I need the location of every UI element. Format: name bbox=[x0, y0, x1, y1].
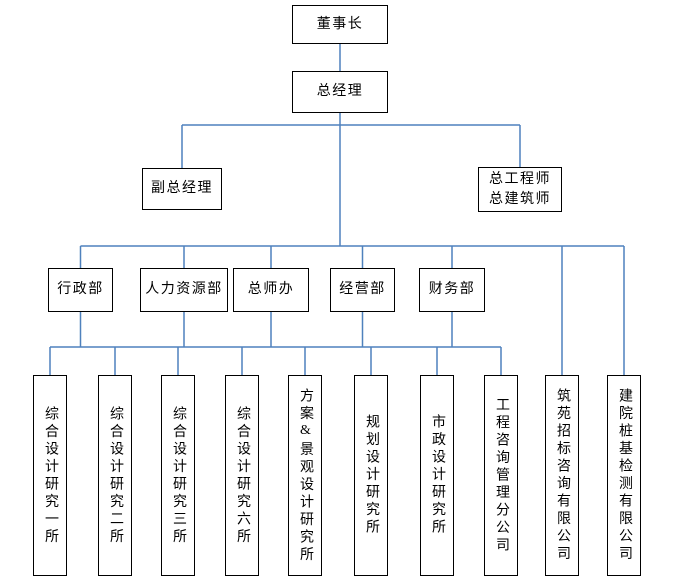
node-institute-design-research-6-label: 综合设计研究六所 bbox=[235, 405, 250, 546]
node-chairman-label: 董事长 bbox=[316, 16, 364, 32]
node-institute-design-research-3: 综合设计研究三所 bbox=[161, 375, 195, 576]
node-institute-design-research-2: 综合设计研究二所 bbox=[98, 375, 132, 576]
node-dept-operations-label: 经营部 bbox=[339, 282, 386, 297]
node-dept-chief-engineer-office: 总师办 bbox=[233, 268, 309, 312]
node-chief-engineer-architect: 总工程师 总建筑师 bbox=[478, 167, 562, 212]
connector-path bbox=[49, 44, 625, 375]
node-institute-design-research-3-label: 综合设计研究三所 bbox=[171, 405, 186, 546]
node-institute-municipal-design: 市政设计研究所 bbox=[420, 375, 454, 576]
node-dept-human-resources: 人力资源部 bbox=[140, 268, 228, 312]
node-institute-design-research-2-label: 综合设计研究二所 bbox=[108, 405, 123, 546]
node-institute-municipal-design-label: 市政设计研究所 bbox=[430, 414, 445, 537]
node-general-manager: 总经理 bbox=[292, 71, 388, 113]
node-company-pile-foundation-testing-label: 建院桩基检测有限公司 bbox=[617, 388, 632, 563]
node-dept-finance-label: 财务部 bbox=[428, 282, 476, 297]
node-institute-design-research-1: 综合设计研究一所 bbox=[33, 375, 67, 576]
node-branch-engineering-consulting-label: 工程咨询管理分公司 bbox=[494, 396, 509, 555]
node-institute-scheme-landscape-design: 方案&景观设计研究所 bbox=[288, 375, 322, 576]
node-dept-human-resources-label: 人力资源部 bbox=[145, 282, 223, 297]
node-institute-planning-design-label: 规划设计研究所 bbox=[364, 414, 379, 537]
node-company-zhuyuan-bidding-consulting-label: 筑苑招标咨询有限公司 bbox=[555, 388, 570, 563]
node-dept-chief-engineer-office-label: 总师办 bbox=[247, 282, 295, 297]
node-dept-administration: 行政部 bbox=[48, 268, 113, 312]
node-institute-design-research-1-label: 综合设计研究一所 bbox=[43, 405, 58, 546]
node-institute-scheme-landscape-design-label: 方案&景观设计研究所 bbox=[298, 387, 313, 564]
node-dept-operations: 经营部 bbox=[330, 268, 395, 312]
node-chief-architect-label: 总建筑师 bbox=[489, 191, 551, 207]
node-chief-engineer-label: 总工程师 bbox=[489, 171, 551, 187]
node-deputy-general-manager-label: 副总经理 bbox=[151, 181, 213, 196]
node-general-manager-label: 总经理 bbox=[316, 84, 364, 99]
node-dept-administration-label: 行政部 bbox=[57, 282, 104, 297]
node-institute-planning-design: 规划设计研究所 bbox=[354, 375, 388, 576]
node-chairman: 董事长 bbox=[292, 5, 388, 44]
node-branch-engineering-consulting: 工程咨询管理分公司 bbox=[484, 375, 518, 576]
node-institute-design-research-6: 综合设计研究六所 bbox=[225, 375, 259, 576]
node-dept-finance: 财务部 bbox=[419, 268, 485, 312]
node-company-zhuyuan-bidding-consulting: 筑苑招标咨询有限公司 bbox=[545, 375, 579, 576]
node-deputy-general-manager: 副总经理 bbox=[142, 168, 222, 210]
node-company-pile-foundation-testing: 建院桩基检测有限公司 bbox=[607, 375, 641, 576]
